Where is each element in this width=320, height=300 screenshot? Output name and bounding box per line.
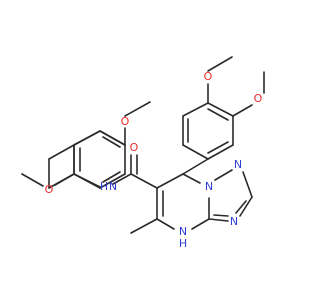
nitrogen-atom-label: N bbox=[234, 158, 242, 171]
molecule-structure-canvas: O O O O O H N N N N N H bbox=[21, 56, 265, 250]
nitrogen-atom-label: H bbox=[179, 237, 187, 250]
bond bbox=[54, 173, 75, 186]
methoxy-top-left bbox=[207, 56, 233, 104]
bond bbox=[191, 218, 210, 230]
bond bbox=[207, 141, 229, 154]
bond bbox=[207, 102, 234, 117]
methoxy-left-top bbox=[124, 101, 151, 146]
nitrogen-atom-label: N bbox=[230, 215, 238, 228]
bond bbox=[207, 108, 229, 121]
bond bbox=[207, 144, 234, 160]
bond bbox=[21, 173, 44, 187]
bond bbox=[156, 218, 175, 230]
bond bbox=[73, 173, 101, 189]
triazole-ring bbox=[208, 169, 253, 222]
nitrogen-atom-label: N bbox=[179, 225, 187, 238]
bond bbox=[99, 130, 126, 146]
bond bbox=[156, 173, 184, 189]
bond bbox=[48, 144, 75, 160]
bond bbox=[99, 173, 126, 189]
bond bbox=[213, 214, 229, 217]
bond bbox=[242, 171, 253, 198]
oxygen-atom-label: O bbox=[204, 70, 213, 83]
amide-group bbox=[112, 154, 158, 189]
bond bbox=[130, 218, 158, 234]
nitrogen-atom-label: N bbox=[109, 180, 117, 193]
bond bbox=[102, 136, 121, 148]
bond bbox=[182, 173, 201, 184]
bond bbox=[102, 171, 121, 183]
bond bbox=[235, 200, 247, 214]
bond bbox=[239, 196, 253, 217]
oxygen-atom-label: O bbox=[254, 92, 263, 105]
bond bbox=[207, 56, 233, 72]
oxygen-atom-label: O bbox=[121, 115, 130, 128]
methoxy-top-right bbox=[232, 71, 265, 117]
bond bbox=[232, 104, 253, 117]
oxygen-atom-label: O bbox=[130, 141, 139, 154]
bond bbox=[73, 130, 101, 146]
bond bbox=[112, 173, 132, 185]
bond bbox=[124, 101, 151, 117]
oxygen-atom-label: O bbox=[45, 183, 54, 196]
nitrogen-atom-label: H bbox=[100, 180, 108, 193]
pyrimidine-ring bbox=[156, 173, 210, 230]
bond bbox=[182, 144, 209, 160]
bond bbox=[182, 158, 209, 175]
nitrogen-atom-label: N bbox=[205, 180, 213, 193]
bond bbox=[130, 173, 158, 189]
methoxy-left-bottom bbox=[21, 173, 75, 187]
bond bbox=[182, 102, 209, 117]
dimethoxyphenyl-ring-top bbox=[182, 102, 234, 160]
bond bbox=[208, 218, 229, 222]
molecule-structure: O O O O O H N N N N N H bbox=[21, 56, 265, 250]
dimethoxyphenyl-ring-left-frame bbox=[73, 130, 126, 189]
bond bbox=[214, 169, 233, 181]
